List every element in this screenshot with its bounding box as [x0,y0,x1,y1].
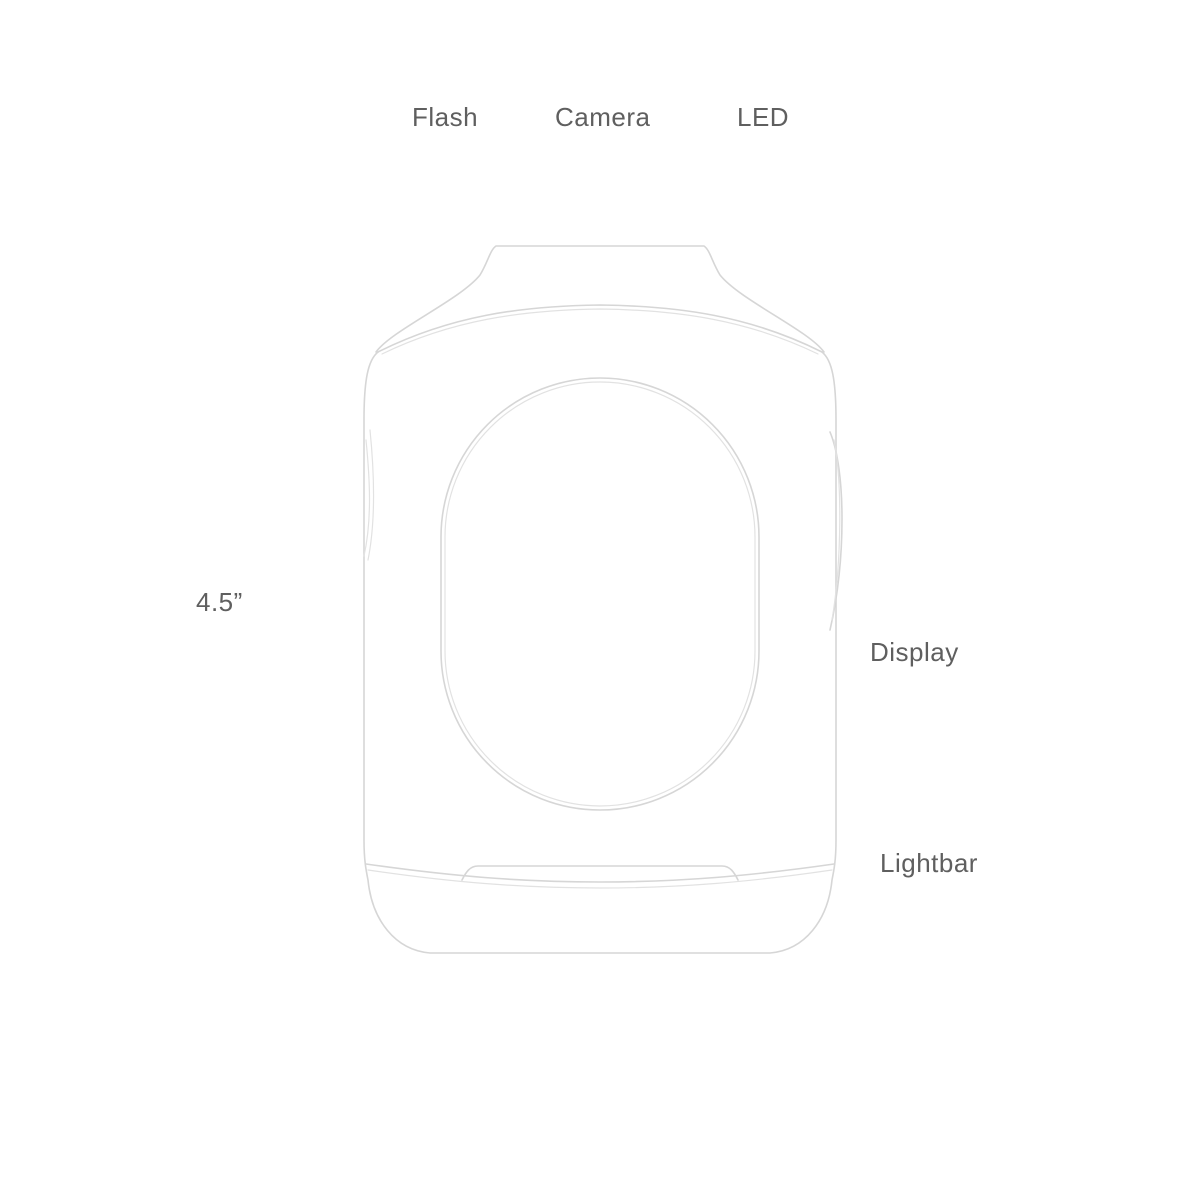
lightbar-band-top [365,863,835,883]
upper-rim [377,304,823,353]
display-screen [440,377,760,811]
led-label: LED [737,102,790,132]
lightbar-band-bottom [367,869,833,889]
display-label: Display [870,637,959,667]
top-housing [375,245,825,353]
device-body [363,351,837,954]
left-side-groove-2 [363,439,371,557]
display-screen-inner [444,381,756,807]
camera-label: Camera [555,102,651,132]
right-side-button-inner [831,439,841,621]
upper-rim-inner [381,308,819,355]
size-dimension-label: 4.5” [196,587,243,617]
left-side-groove [367,429,375,561]
lightbar-slot [461,865,739,881]
lightbar-label: Lightbar [880,848,978,878]
flash-label: Flash [412,102,479,132]
